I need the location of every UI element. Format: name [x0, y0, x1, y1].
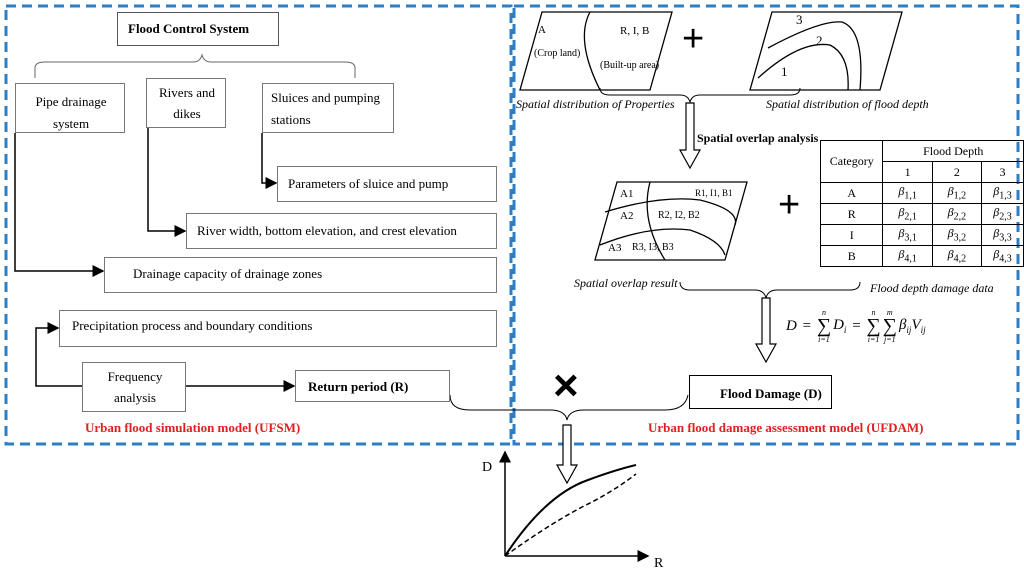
- prop-rib-label: R, I, B: [620, 25, 650, 37]
- table-beta: β1,1: [882, 182, 933, 204]
- return-period-label: Return period (R): [308, 379, 409, 394]
- system-brace: [34, 53, 356, 78]
- precipitation-box: Precipitation process and boundary condi…: [59, 310, 497, 347]
- table-beta: β3,3: [981, 224, 1024, 246]
- overlap-b1-label: R1, I1, B1: [695, 188, 733, 198]
- rivers-dikes-label: Rivers and dikes: [159, 85, 215, 121]
- overlap-b3-label: R3, I3, B3: [632, 242, 674, 253]
- table-row: B β4,1 β4,2 β4,3: [819, 245, 1024, 267]
- depth-2-label: 2: [816, 33, 823, 48]
- flood-control-system-box: Flood Control System: [117, 12, 279, 46]
- table-beta: β1,2: [931, 182, 983, 204]
- table-beta: β4,3: [981, 245, 1024, 267]
- table-beta: β2,2: [931, 203, 983, 225]
- table-beta: β3,2: [931, 224, 983, 246]
- times-sign: ×: [553, 361, 579, 410]
- table-depth-2: 2: [931, 161, 983, 183]
- bottom-brace: [449, 394, 689, 421]
- sluices-label: Sluices and pumping stations: [271, 90, 381, 127]
- overlap-map: [594, 181, 748, 261]
- river-params-label: River width, bottom elevation, and crest…: [197, 223, 457, 238]
- overlap-b2-label: R2, I2, B2: [658, 210, 700, 221]
- table-row: R β2,1 β2,2 β2,3: [819, 203, 1024, 225]
- pipe-drainage-label: Pipe drainage system: [35, 94, 107, 131]
- table-row: I β3,1 β3,2 β3,3: [819, 224, 1024, 246]
- precip-arrow: [35, 322, 82, 387]
- overlap-caption: Spatial overlap result: [574, 276, 678, 290]
- prop-crop-label: (Crop land): [534, 48, 581, 59]
- graph-x-label: R: [654, 556, 664, 571]
- depth-3-label: 3: [796, 12, 803, 27]
- sluice-arrow: [261, 133, 278, 189]
- table-cat: A: [819, 182, 884, 204]
- pipe-drainage-box: Pipe drainage system: [15, 83, 125, 133]
- table-cat: I: [819, 224, 884, 246]
- overlap-a1-label: A1: [620, 188, 634, 200]
- table-depth-1: 1: [882, 161, 933, 183]
- return-period-box: Return period (R): [295, 370, 450, 402]
- drainage-capacity-box: Drainage capacity of drainage zones: [104, 257, 497, 293]
- overlap-a2-label: A2: [620, 210, 634, 222]
- table-header-row: Category Flood Depth: [819, 140, 1024, 183]
- table-beta: β2,1: [882, 203, 933, 225]
- table-cat: B: [819, 245, 884, 267]
- table-beta: β2,3: [981, 203, 1024, 225]
- plus-sign-middle: +: [778, 184, 801, 226]
- properties-map: [519, 11, 673, 91]
- table-cat: R: [819, 203, 884, 225]
- depth-caption: Spatial distribution of flood depth: [766, 97, 929, 111]
- properties-caption: Spatial distribution of Properties: [516, 97, 675, 111]
- drainage-capacity-label: Drainage capacity of drainage zones: [133, 266, 323, 281]
- precipitation-label: Precipitation process and boundary condi…: [72, 318, 313, 333]
- table-header-depth: Flood Depth: [882, 140, 1024, 162]
- table-depth-row: 1 2 3: [821, 161, 1024, 183]
- damage-table: Category Flood Depth 1 2 3 A β1,1 β1,2 β…: [819, 140, 1024, 267]
- prop-a-label: A: [538, 24, 546, 36]
- ufsm-frame: [4, 4, 513, 446]
- table-beta: β4,1: [882, 245, 933, 267]
- depth-map: [749, 11, 903, 91]
- damage-formula: D = n∑i=1 Di = n∑i=1 m∑j=1 βijVij: [786, 308, 926, 344]
- plus-sign-top: +: [682, 18, 705, 60]
- prop-built-label: (Built-up area): [600, 60, 660, 71]
- ufdam-model-label: Urban flood damage assessment model (UFD…: [648, 420, 924, 435]
- table-beta: β3,1: [882, 224, 933, 246]
- graph-dashed-curve: [504, 473, 637, 557]
- river-params-box: River width, bottom elevation, and crest…: [186, 213, 497, 249]
- damage-down-arrow: [754, 297, 778, 364]
- pipe-arrow: [14, 133, 105, 277]
- table-caption: Flood depth damage data: [870, 281, 994, 295]
- maps-brace: [599, 87, 801, 104]
- frequency-box: Frequency analysis: [82, 362, 186, 412]
- table-row: A β1,1 β1,2 β1,3: [819, 182, 1024, 204]
- table-depth-3: 3: [981, 161, 1024, 183]
- flood-control-system-label: Flood Control System: [128, 21, 250, 36]
- table-beta: β1,3: [981, 182, 1024, 204]
- sluice-params-label: Parameters of sluice and pump: [288, 176, 449, 191]
- flood-damage-box: Flood Damage (D): [689, 375, 832, 409]
- graph-down-arrow: [555, 424, 579, 485]
- rivers-dikes-box: Rivers and dikes: [146, 78, 226, 128]
- table-beta: β4,2: [931, 245, 983, 267]
- flood-damage-label: Flood Damage (D): [720, 386, 822, 401]
- graph-solid-curve: [504, 464, 637, 557]
- table-header-category: Category: [819, 140, 884, 183]
- depth-1-label: 1: [781, 64, 788, 79]
- frequency-label: Frequency analysis: [107, 369, 163, 405]
- ufsm-model-label: Urban flood simulation model (UFSM): [85, 420, 301, 435]
- sluice-params-box: Parameters of sluice and pump: [277, 166, 497, 202]
- overlap-a3-label: A3: [608, 242, 622, 254]
- river-arrow: [147, 128, 187, 237]
- graph-y-label: D: [482, 460, 493, 475]
- overlap-brace: [679, 281, 861, 299]
- sluices-box: Sluices and pumping stations: [262, 83, 394, 133]
- overlap-analysis-label: Spatial overlap analysis: [697, 131, 819, 145]
- overlap-down-arrow: [678, 102, 702, 170]
